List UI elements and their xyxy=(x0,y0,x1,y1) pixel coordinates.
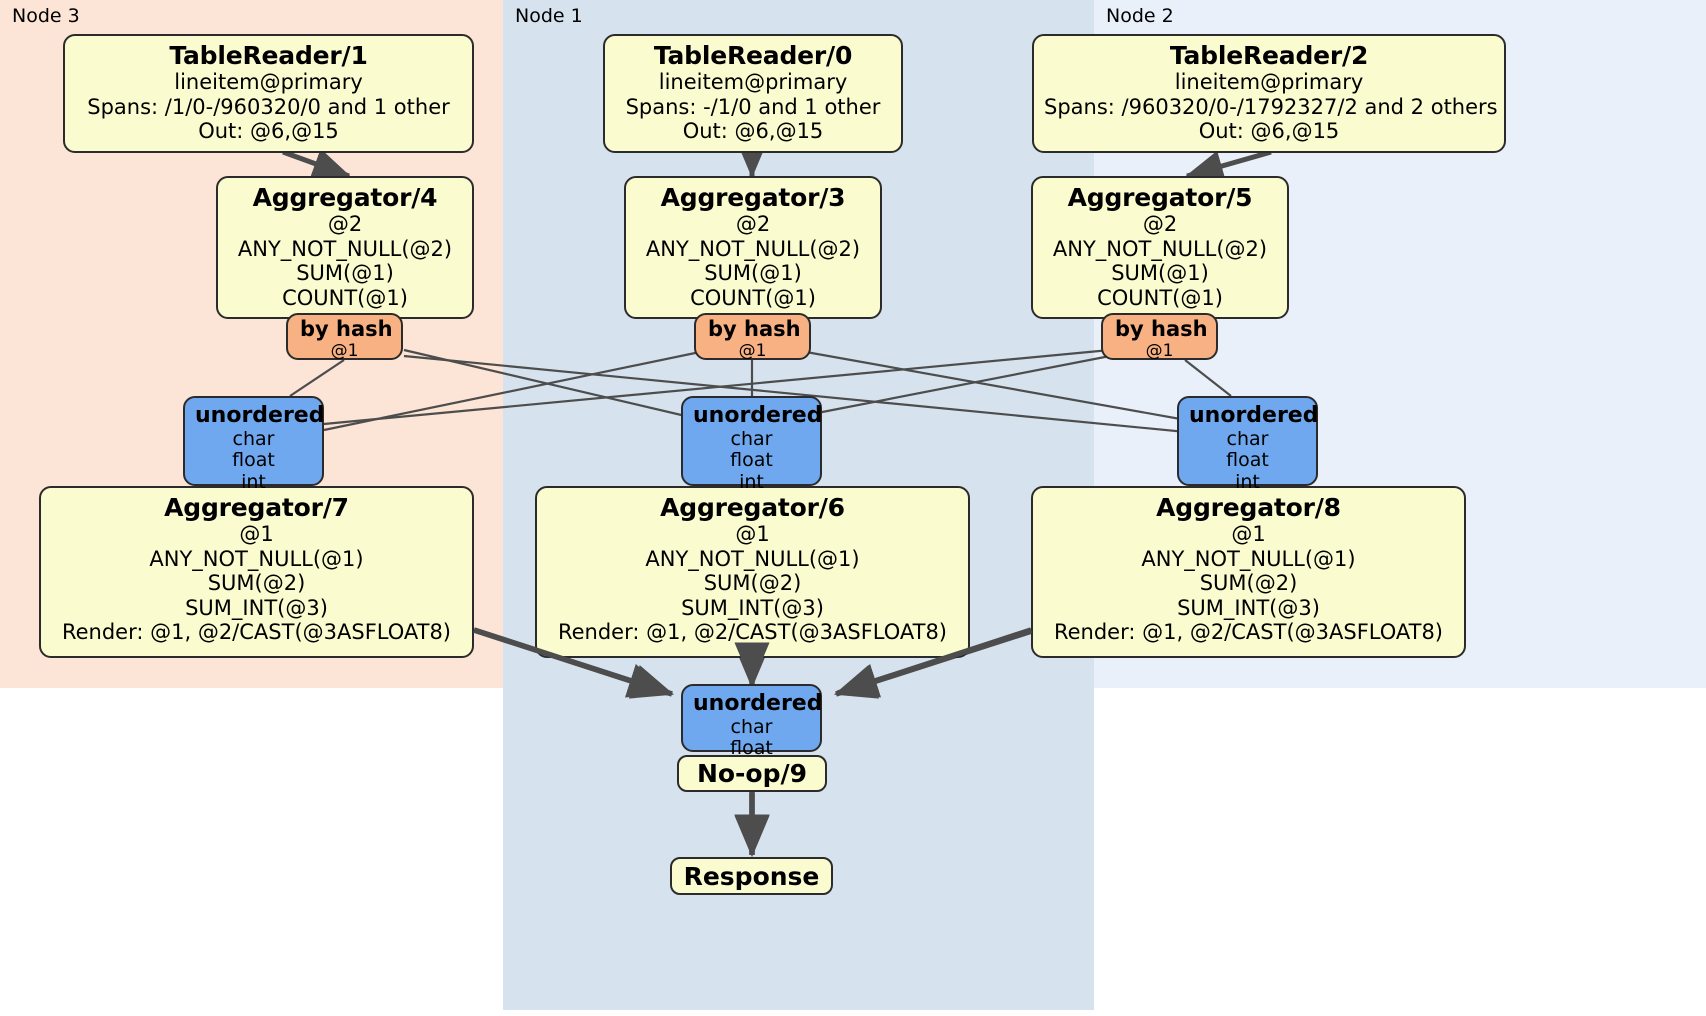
processor-detail-agg3: SUM_INT(@3) xyxy=(681,595,824,620)
processor-detail-table: lineitem@primary xyxy=(658,70,848,94)
synchronizer-unordered-final[interactable]: unordered char float xyxy=(681,684,823,759)
processor-detail-out: Out: @6,@15 xyxy=(198,119,339,144)
synchronizer-title: unordered xyxy=(693,403,823,428)
router-detail: @1 xyxy=(738,340,767,361)
router-title: by hash xyxy=(300,317,393,341)
router-by-hash-left[interactable]: by hash @1 xyxy=(286,313,403,360)
synchronizer-type-float: float xyxy=(1226,449,1269,472)
processor-title: Aggregator/7 xyxy=(164,493,349,522)
processor-detail-groupcols: @2 xyxy=(327,212,363,236)
synchronizer-type-int: int xyxy=(1235,470,1260,493)
processor-detail-agg3: COUNT(@1) xyxy=(1097,285,1223,310)
processor-detail-agg2: SUM(@2) xyxy=(1199,571,1298,596)
processor-detail-out: Out: @6,@15 xyxy=(682,119,824,144)
synchronizer-type-float: float xyxy=(730,449,773,472)
processor-detail-agg1: ANY_NOT_NULL(@1) xyxy=(645,546,860,571)
router-title: by hash xyxy=(708,317,801,341)
processor-detail-groupcols: @2 xyxy=(735,212,771,236)
processor-detail-agg2: SUM(@1) xyxy=(296,261,394,286)
processor-title: Aggregator/4 xyxy=(252,183,438,212)
processor-detail-agg2: SUM(@1) xyxy=(704,261,802,286)
processor-detail-agg1: ANY_NOT_NULL(@1) xyxy=(1141,546,1356,571)
processor-title: Aggregator/6 xyxy=(660,493,845,522)
processor-title: Aggregator/8 xyxy=(1156,493,1341,522)
processor-detail-agg2: SUM(@1) xyxy=(1111,261,1209,286)
processor-detail-agg1: ANY_NOT_NULL(@2) xyxy=(1052,236,1268,261)
processor-detail-render: Render: @1, @2/CAST(@3ASFLOAT8) xyxy=(61,620,452,645)
processor-detail-groupcols: @1 xyxy=(239,522,274,546)
processor-tablereader-0[interactable]: TableReader/0 lineitem@primary Spans: -/… xyxy=(603,34,903,153)
processor-title: TableReader/0 xyxy=(653,41,853,70)
processor-detail-spans: Spans: /1/0-/960320/0 and 1 other xyxy=(87,94,450,119)
node-panel-label-node3: Node 3 xyxy=(12,5,80,27)
router-by-hash-center[interactable]: by hash @1 xyxy=(694,313,811,360)
processor-detail-agg1: ANY_NOT_NULL(@1) xyxy=(149,546,364,571)
router-detail: @1 xyxy=(1145,340,1174,361)
synchronizer-type-float: float xyxy=(730,737,773,760)
router-detail: @1 xyxy=(330,340,359,361)
processor-aggregator-8[interactable]: Aggregator/8 @1 ANY_NOT_NULL(@1) SUM(@2)… xyxy=(1031,486,1466,658)
processor-title: Aggregator/3 xyxy=(660,183,846,212)
processor-title: TableReader/2 xyxy=(1169,41,1369,70)
processor-detail-agg3: SUM_INT(@3) xyxy=(1177,595,1320,620)
processor-detail-table: lineitem@primary xyxy=(174,70,363,94)
processor-noop-9[interactable]: No-op/9 xyxy=(677,755,827,792)
synchronizer-title: unordered xyxy=(195,403,325,428)
synchronizer-unordered-right[interactable]: unordered char float int xyxy=(1177,396,1319,492)
processor-aggregator-3[interactable]: Aggregator/3 @2 ANY_NOT_NULL(@2) SUM(@1)… xyxy=(624,176,882,319)
processor-detail-groupcols: @1 xyxy=(735,522,770,546)
processor-detail-spans: Spans: -/1/0 and 1 other xyxy=(625,94,881,119)
synchronizer-type-char: char xyxy=(1226,427,1269,450)
processor-detail-agg3: COUNT(@1) xyxy=(690,285,816,310)
synchronizer-type-char: char xyxy=(232,427,275,450)
synchronizer-type-char: char xyxy=(730,427,773,450)
processor-detail-groupcols: @2 xyxy=(1142,212,1178,236)
processor-detail-agg2: SUM(@2) xyxy=(703,571,802,596)
synchronizer-title: unordered xyxy=(1189,403,1319,428)
processor-title: Response xyxy=(683,861,820,891)
processor-detail-agg2: SUM(@2) xyxy=(207,571,306,596)
synchronizer-type-int: int xyxy=(241,470,266,493)
synchronizer-type-float: float xyxy=(232,449,275,472)
synchronizer-unordered-left[interactable]: unordered char float int xyxy=(183,396,325,492)
processor-detail-render: Render: @1, @2/CAST(@3ASFLOAT8) xyxy=(1053,620,1444,645)
processor-detail-groupcols: @1 xyxy=(1231,522,1266,546)
processor-title: No-op/9 xyxy=(696,759,808,788)
synchronizer-type-int: int xyxy=(739,470,764,493)
processor-detail-agg3: COUNT(@1) xyxy=(282,285,408,310)
processor-tablereader-2[interactable]: TableReader/2 lineitem@primary Spans: /9… xyxy=(1032,34,1506,153)
router-by-hash-right[interactable]: by hash @1 xyxy=(1101,313,1218,360)
processor-aggregator-7[interactable]: Aggregator/7 @1 ANY_NOT_NULL(@1) SUM(@2)… xyxy=(39,486,474,658)
synchronizer-type-char: char xyxy=(730,715,773,738)
processor-detail-agg1: ANY_NOT_NULL(@2) xyxy=(645,236,861,261)
processor-detail-agg1: ANY_NOT_NULL(@2) xyxy=(237,236,453,261)
synchronizer-unordered-center[interactable]: unordered char float int xyxy=(681,396,823,492)
processor-detail-render: Render: @1, @2/CAST(@3ASFLOAT8) xyxy=(557,620,948,645)
processor-detail-agg3: SUM_INT(@3) xyxy=(185,595,328,620)
processor-aggregator-4[interactable]: Aggregator/4 @2 ANY_NOT_NULL(@2) SUM(@1)… xyxy=(216,176,474,319)
processor-aggregator-6[interactable]: Aggregator/6 @1 ANY_NOT_NULL(@1) SUM(@2)… xyxy=(535,486,970,658)
processor-detail-table: lineitem@primary xyxy=(1174,70,1364,94)
processor-tablereader-1[interactable]: TableReader/1 lineitem@primary Spans: /1… xyxy=(63,34,474,153)
processor-title: Aggregator/5 xyxy=(1067,183,1253,212)
processor-response[interactable]: Response xyxy=(670,857,833,895)
processor-aggregator-5[interactable]: Aggregator/5 @2 ANY_NOT_NULL(@2) SUM(@1)… xyxy=(1031,176,1289,319)
processor-detail-spans: Spans: /960320/0-/1792327/2 and 2 others xyxy=(1044,94,1498,119)
synchronizer-title: unordered xyxy=(693,691,823,716)
router-title: by hash xyxy=(1115,317,1208,341)
node-panel-label-node1: Node 1 xyxy=(515,5,583,27)
node-panel-label-node2: Node 2 xyxy=(1106,5,1174,27)
processor-detail-out: Out: @6,@15 xyxy=(1198,119,1340,144)
processor-title: TableReader/1 xyxy=(169,41,368,70)
